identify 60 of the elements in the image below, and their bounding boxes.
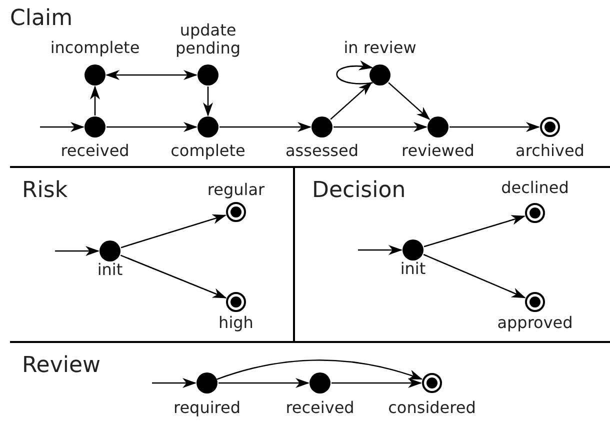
final-state-icon (225, 291, 247, 313)
panel-title: Claim (10, 8, 72, 30)
transition-arrow (332, 378, 422, 388)
transition-arrow (120, 254, 227, 298)
state-label: archived (516, 142, 584, 160)
transition-arrow (55, 246, 100, 256)
state-label: complete (170, 142, 246, 160)
final-state-icon (539, 116, 561, 138)
transition-arrow (40, 122, 84, 132)
state-dot (197, 116, 219, 138)
transition-arrow (216, 360, 423, 380)
state-label: approved (497, 314, 573, 332)
state-label: in review (344, 39, 416, 57)
state-label: reviewed (402, 142, 474, 160)
state-label: incomplete (50, 39, 140, 57)
transition-arrow (450, 122, 540, 132)
state-label: received (286, 399, 354, 417)
state-dot (402, 239, 424, 261)
state-label: init (400, 260, 426, 278)
state-label: update pending (174, 21, 242, 57)
transition-arrow (203, 86, 213, 116)
transition-arrow (388, 82, 430, 120)
final-state-icon (421, 372, 443, 394)
transition-arrow (120, 214, 226, 248)
state-dot (99, 240, 121, 262)
state-label: required (173, 399, 241, 417)
transition-arrow (423, 254, 526, 298)
transition-arrow (334, 122, 428, 132)
state-label: considered (388, 399, 476, 417)
state-label: declined (501, 179, 569, 197)
state-dot (84, 64, 106, 86)
state-dot (196, 372, 218, 394)
transition-arrow (106, 70, 198, 80)
transition-arrow (218, 378, 310, 388)
transition-arrow (106, 122, 198, 132)
state-dot (197, 64, 219, 86)
transition-arrow (424, 215, 526, 248)
transition-arrow (152, 378, 196, 388)
state-label: high (218, 314, 254, 332)
final-state-icon (225, 201, 247, 223)
state-dot (84, 116, 106, 138)
transition-arrow (358, 245, 402, 255)
transition-arrow (336, 61, 374, 84)
diagram-panel (10, 168, 295, 343)
panel-title: Decision (312, 180, 406, 202)
state-label: received (60, 142, 130, 160)
state-label: assessed (286, 142, 358, 160)
transition-arrow (330, 82, 372, 120)
state-dot (311, 116, 333, 138)
state-dot (369, 64, 391, 86)
state-label: regular (207, 181, 265, 199)
final-state-icon (524, 202, 546, 224)
panel-title: Review (22, 355, 100, 377)
state-dot (309, 372, 331, 394)
transition-arrow (90, 86, 100, 116)
final-state-icon (524, 291, 546, 313)
state-dot (427, 116, 449, 138)
transition-arrow (220, 122, 312, 132)
state-label: init (97, 261, 123, 279)
panel-title: Risk (22, 180, 68, 202)
